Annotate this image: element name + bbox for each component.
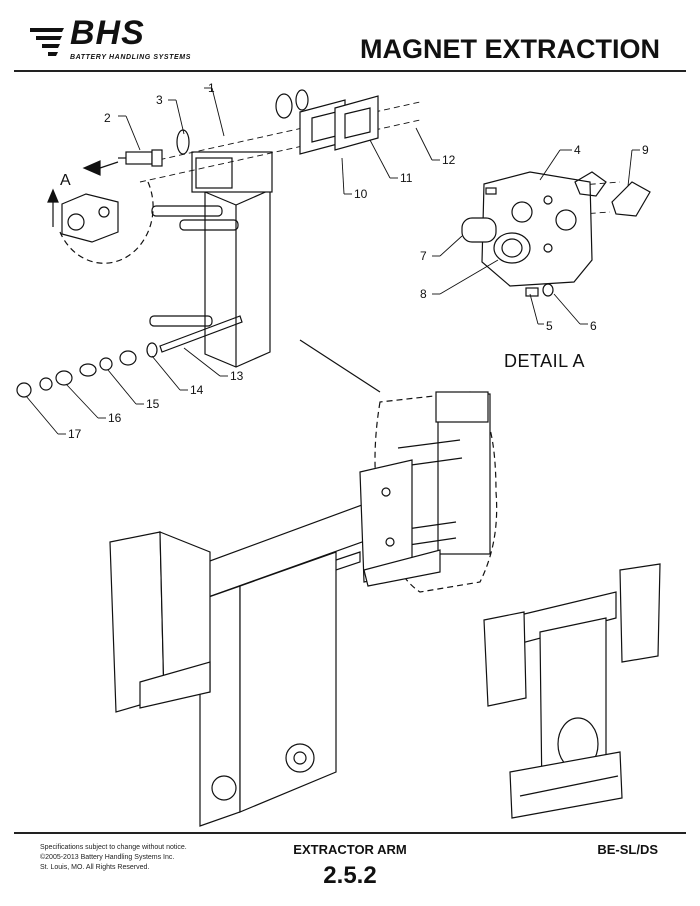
callout-15: 15 (146, 397, 160, 411)
notice-line: Specifications subject to change without… (40, 844, 187, 851)
callout-11: 11 (400, 171, 413, 185)
extractor-arm-assembly (109, 459, 441, 827)
magnet-probe (118, 149, 163, 167)
callout-8: 8 (420, 287, 427, 301)
exploded-assembly-drawing: 1 2 3 4 5 6 7 8 9 10 11 12 13 14 15 16 1… (16, 81, 661, 827)
speed-lines-icon (30, 28, 64, 56)
gasket-plate (299, 95, 379, 155)
callout-3: 3 (156, 93, 163, 107)
callout-2: 2 (104, 111, 111, 125)
connector-plug (461, 217, 531, 264)
callout-7: 7 (420, 249, 427, 263)
notice-line: St. Louis, MO. All Rights Reserved. (40, 864, 150, 871)
callout-17: 17 (68, 427, 82, 441)
notice-line: ©2005-2013 Battery Handling Systems Inc. (40, 854, 175, 861)
callout-9: 9 (642, 143, 649, 157)
callout-6: 6 (590, 319, 597, 333)
callout-4: 4 (574, 143, 581, 157)
copyright-notice: Specifications subject to change without… (40, 843, 240, 873)
callout-13: 13 (230, 369, 244, 383)
detail-a-plate (481, 171, 651, 287)
callout-16: 16 (108, 411, 122, 425)
spring-stack-upper (149, 205, 239, 327)
header-rule (14, 70, 686, 72)
loose-hardware (16, 342, 158, 398)
detail-letter: A (60, 172, 71, 189)
callout-5: 5 (546, 319, 553, 333)
page-title: MAGNET EXTRACTION (360, 34, 660, 64)
section-number: 2.5.2 (323, 862, 377, 889)
callout-12: 12 (442, 153, 456, 167)
detail-label: DETAIL A (504, 351, 586, 371)
brand-subtitle: BATTERY HANDLING SYSTEMS (70, 54, 191, 61)
brand-name: BHS (70, 14, 145, 52)
extractor-column (191, 151, 273, 368)
extractor-arm-assembly-alt (483, 563, 661, 819)
callout-1: 1 (208, 81, 215, 95)
model-code: BE-SL/DS (597, 842, 658, 857)
callout-14: 14 (190, 383, 204, 397)
footer-rule (14, 832, 686, 834)
magnified-bracket (397, 391, 491, 555)
callout-10: 10 (354, 187, 368, 201)
bhs-logo (30, 28, 64, 56)
section-title: EXTRACTOR ARM (293, 842, 407, 857)
